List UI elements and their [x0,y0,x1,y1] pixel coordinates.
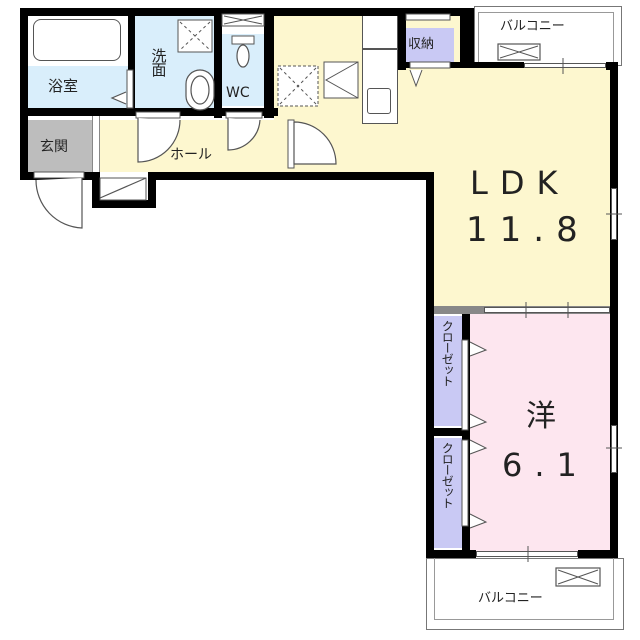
toilet-label: WC [226,85,250,101]
wall [578,550,618,558]
ldk-size: 11.8 [466,210,590,250]
wall [92,200,156,208]
hall-label: ホール [170,147,212,163]
wall [92,116,100,172]
kitchen-sink [367,88,391,114]
wall [426,172,434,558]
entrance-floor [28,120,92,172]
wall [610,62,618,558]
window-western-right [611,425,617,473]
wall [128,8,135,112]
closet-lower-floor [434,438,462,548]
ldk-label: LDK [470,164,570,202]
wall [214,8,222,118]
entrance-label: 玄関 [40,139,68,155]
window-top-balcony [524,63,606,68]
western-floor [470,314,610,554]
western-size: 6.1 [502,446,589,484]
balcony-top-label: バルコニー [500,19,565,34]
closet-lower-label: クローゼット [440,442,455,508]
ldk-floor-lower [434,60,610,310]
wall [20,8,28,180]
closet-upper-label: クローゼット [440,320,455,386]
wall [148,172,434,180]
wall [398,8,406,70]
balcony-bottom-label: バルコニー [478,591,543,606]
window-bottom-balcony [476,551,578,557]
kitchen-divider [362,48,398,50]
wall [434,428,470,436]
wall [20,8,474,16]
wall [148,172,156,208]
western-label: 洋 [526,399,556,434]
bathroom-label: 浴室 [48,77,79,95]
bathtub-shape [33,19,121,61]
washroom-label: 洗面 [149,48,168,76]
wall [264,8,274,118]
sliding-door-ldk-western[interactable] [484,307,610,313]
wall [606,62,618,70]
wall [92,172,100,208]
wall [460,62,524,68]
wall [426,550,476,558]
storage-floor [406,28,454,62]
wall [460,8,474,68]
closet-upper-floor [434,316,462,426]
storage-label: 収納 [408,37,435,52]
